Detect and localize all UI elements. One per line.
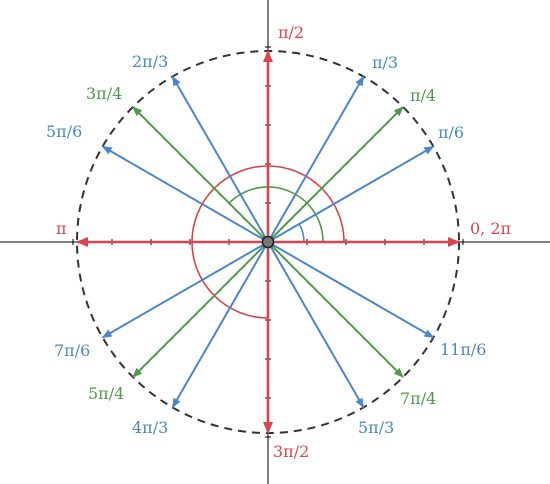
angle-arc-green (228, 186, 324, 243)
angle-label-pi4: π/4 (410, 86, 436, 105)
angle-vectors (76, 50, 460, 434)
angle-label-pi2: π/2 (278, 23, 304, 42)
angle-label-2pi3: 2π/3 (132, 52, 168, 71)
angle-label-0: 0, 2π (470, 219, 511, 238)
vector-5pi3 (267, 241, 365, 409)
angle-label-4pi3: 4π/3 (132, 418, 168, 437)
vector-pi3 (267, 75, 365, 243)
vector-pi4 (267, 106, 404, 243)
angle-label-7pi6: 7π/6 (54, 341, 90, 360)
angle-label-pi: π (56, 219, 67, 238)
vector-pi6 (267, 145, 435, 243)
angle-label-pi6: π/6 (438, 123, 464, 142)
vector-7pi4 (267, 241, 404, 378)
angle-label-5pi6: 5π/6 (46, 122, 82, 141)
origin (261, 235, 275, 249)
vector-11pi6 (267, 241, 435, 339)
angle-label-5pi4: 5π/4 (88, 384, 124, 403)
angle-label-5pi3: 5π/3 (358, 418, 394, 437)
vector-7pi6 (101, 241, 269, 339)
angle-label-3pi4: 3π/4 (86, 84, 122, 103)
angle-arc-blue (298, 223, 305, 243)
vector-5pi4 (132, 241, 269, 378)
vector-5pi6 (101, 145, 269, 243)
vector-4pi3 (171, 241, 269, 409)
vector-2pi3 (171, 75, 269, 243)
angle-label-11pi6: 11π/6 (440, 340, 486, 359)
angle-label-3pi2: 3π/2 (273, 442, 309, 461)
angle-label-pi3: π/3 (372, 53, 398, 72)
origin-point (261, 235, 275, 249)
vector-3pi4 (132, 106, 269, 243)
angle-labels: 0, 2π π/6π/4 π/3 π/2 2π/3 3π/45π/6 π 7π/6 5π/4 4π… (46, 23, 511, 461)
angle-label-7pi4: 7π/4 (400, 389, 436, 408)
